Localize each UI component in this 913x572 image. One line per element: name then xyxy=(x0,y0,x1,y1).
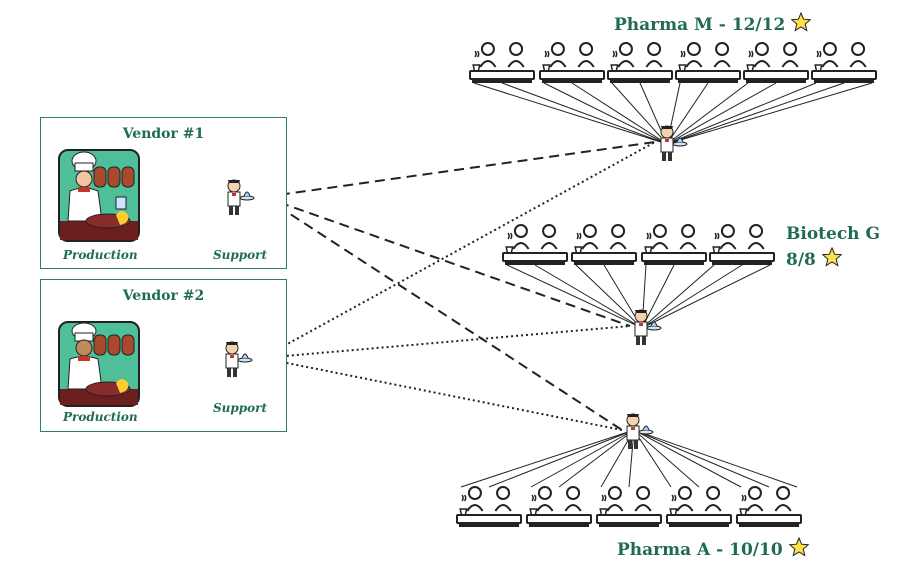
biotech-g-table-3 xyxy=(641,224,707,265)
biotech-g-score-row: 8/8 xyxy=(786,247,880,271)
vendor-2-support-waiter-icon xyxy=(225,341,253,377)
pharma-a-waiter-icon xyxy=(626,413,654,449)
vendor-2-production-label: Production xyxy=(63,410,138,424)
pharma-m-table-6 xyxy=(811,42,877,83)
pharma-m-table-4 xyxy=(675,42,741,83)
pharma-m-fan-line xyxy=(666,82,845,145)
pharma-a-fan-line xyxy=(633,429,798,488)
vendor-1-title: Vendor #1 xyxy=(122,126,205,142)
pharma-a-fan-line xyxy=(633,429,672,488)
pharma-m-table-2 xyxy=(539,42,605,83)
pharma-a-label: Pharma A - 10/10 xyxy=(617,537,809,561)
biotech-g-fan-line xyxy=(641,264,771,329)
biotech-g-fan-line xyxy=(534,264,643,329)
pharma-m-fan-line xyxy=(571,82,668,145)
pharma-a-fan-line xyxy=(530,429,635,488)
biotech-g-fan-line xyxy=(641,264,715,329)
pharma-a-table-1 xyxy=(456,486,522,527)
pharma-m-table-3 xyxy=(607,42,673,83)
pharma-m-fan-line xyxy=(473,82,668,145)
star-icon xyxy=(821,247,842,267)
pharma-m-fan-line xyxy=(666,82,777,145)
pharma-m-label: Pharma M - 12/12 xyxy=(614,12,812,36)
connection-vendor-1-support-to-biotech-g-waiter xyxy=(263,196,631,327)
star-icon xyxy=(791,12,812,32)
vendor-1-support-waiter-icon xyxy=(227,179,255,215)
biotech-g-label: Biotech G 8/8 xyxy=(786,223,880,271)
pharma-m-fan-line xyxy=(543,82,668,145)
star-icon xyxy=(788,537,809,557)
pharma-a-label-text: Pharma A - 10/10 xyxy=(617,540,783,560)
biotech-g-fan-line xyxy=(506,264,643,329)
chef-icon xyxy=(58,149,140,242)
biotech-g-table-4 xyxy=(709,224,775,265)
pharma-m-fan-line xyxy=(611,82,668,145)
pharma-a-fan-line xyxy=(558,429,635,488)
connection-vendor-2-support-to-biotech-g-waiter xyxy=(261,325,631,359)
biotech-g-label-line2: 8/8 xyxy=(786,250,816,270)
pharma-m-fan-line xyxy=(666,82,709,145)
pharma-a-table-2 xyxy=(526,486,592,527)
pharma-a-table-4 xyxy=(666,486,732,527)
biotech-g-fan-line xyxy=(575,264,643,329)
connection-vendor-1-support-to-pharma-m-waiter xyxy=(263,141,656,198)
biotech-g-table-1 xyxy=(502,224,568,265)
vendor-1-production-label: Production xyxy=(63,248,138,262)
vendor-2-support-label: Support xyxy=(213,401,268,415)
biotech-g-waiter-icon xyxy=(634,309,662,345)
vendor-2-title: Vendor #2 xyxy=(122,288,205,304)
pharma-m-table-5 xyxy=(743,42,809,83)
pharma-a-fan-line xyxy=(633,429,770,488)
chef-icon xyxy=(58,321,140,407)
connection-vendor-2-support-to-pharma-a-waiter xyxy=(261,357,623,431)
pharma-m-fan-line xyxy=(666,82,817,145)
biotech-g-table-2 xyxy=(571,224,637,265)
pharma-a-table-5 xyxy=(736,486,802,527)
connection-vendor-1-support-to-pharma-a-waiter xyxy=(263,196,623,431)
pharma-m-fan-line xyxy=(666,82,749,145)
pharma-a-fan-line xyxy=(488,429,635,488)
pharma-m-label-text: Pharma M - 12/12 xyxy=(614,15,786,35)
pharma-a-fan-line xyxy=(460,429,635,488)
pharma-a-table-3 xyxy=(596,486,662,527)
biotech-g-label-line1: Biotech G xyxy=(786,224,880,244)
biotech-g-fan-line xyxy=(641,264,675,329)
pharma-a-fan-line xyxy=(633,429,700,488)
pharma-m-fan-line xyxy=(501,82,668,145)
vendor-1-support-label: Support xyxy=(213,248,268,262)
pharma-a-fan-line xyxy=(633,429,742,488)
pharma-m-waiter-icon xyxy=(660,125,688,161)
biotech-g-fan-line xyxy=(641,264,743,329)
pharma-m-fan-line xyxy=(666,82,873,145)
pharma-m-table-1 xyxy=(469,42,535,83)
